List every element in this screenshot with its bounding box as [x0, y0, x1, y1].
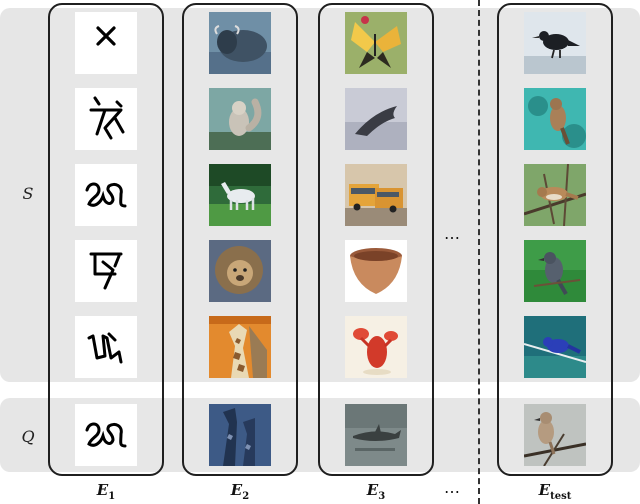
- bowl-photo: [345, 240, 407, 302]
- bluebird-photo: [524, 316, 586, 378]
- horse-photo: [209, 164, 271, 226]
- giraffe-photo: [209, 404, 271, 466]
- character-image: [75, 12, 137, 74]
- shark-photo: [345, 404, 407, 466]
- episode-2-frame: [182, 3, 298, 476]
- finch-photo: [524, 240, 586, 302]
- episode-test-frame: [497, 3, 613, 476]
- thrush-photo: [524, 88, 586, 150]
- giraffe-photo: [209, 316, 271, 378]
- episode-test-label: Etest: [538, 481, 572, 502]
- dolphin-photo: [345, 88, 407, 150]
- butterfly-photo: [345, 12, 407, 74]
- episode-3-frame: [318, 3, 434, 476]
- episode-1-label: E1: [96, 481, 116, 502]
- character-image: [75, 164, 137, 226]
- query-set-label: Q: [21, 427, 35, 446]
- test-separator-line: [478, 0, 480, 504]
- character-image: [75, 404, 137, 466]
- episode-3-label: E3: [366, 481, 386, 502]
- more-episodes-ellipsis: ⋯: [444, 228, 462, 247]
- lion-photo: [209, 240, 271, 302]
- lobster-photo: [345, 316, 407, 378]
- support-set-label: S: [22, 184, 34, 203]
- episode-2-label: E2: [230, 481, 250, 502]
- crow-photo: [524, 12, 586, 74]
- episode-1-frame: [48, 3, 164, 476]
- more-episodes-ellipsis: ⋯: [444, 482, 462, 501]
- squirrel-photo: [209, 88, 271, 150]
- yak-photo: [209, 12, 271, 74]
- character-image: [75, 316, 137, 378]
- character-image: [75, 88, 137, 150]
- wren-photo: [524, 404, 586, 466]
- sparrow-photo: [524, 164, 586, 226]
- school-bus-photo: [345, 164, 407, 226]
- character-image: [75, 240, 137, 302]
